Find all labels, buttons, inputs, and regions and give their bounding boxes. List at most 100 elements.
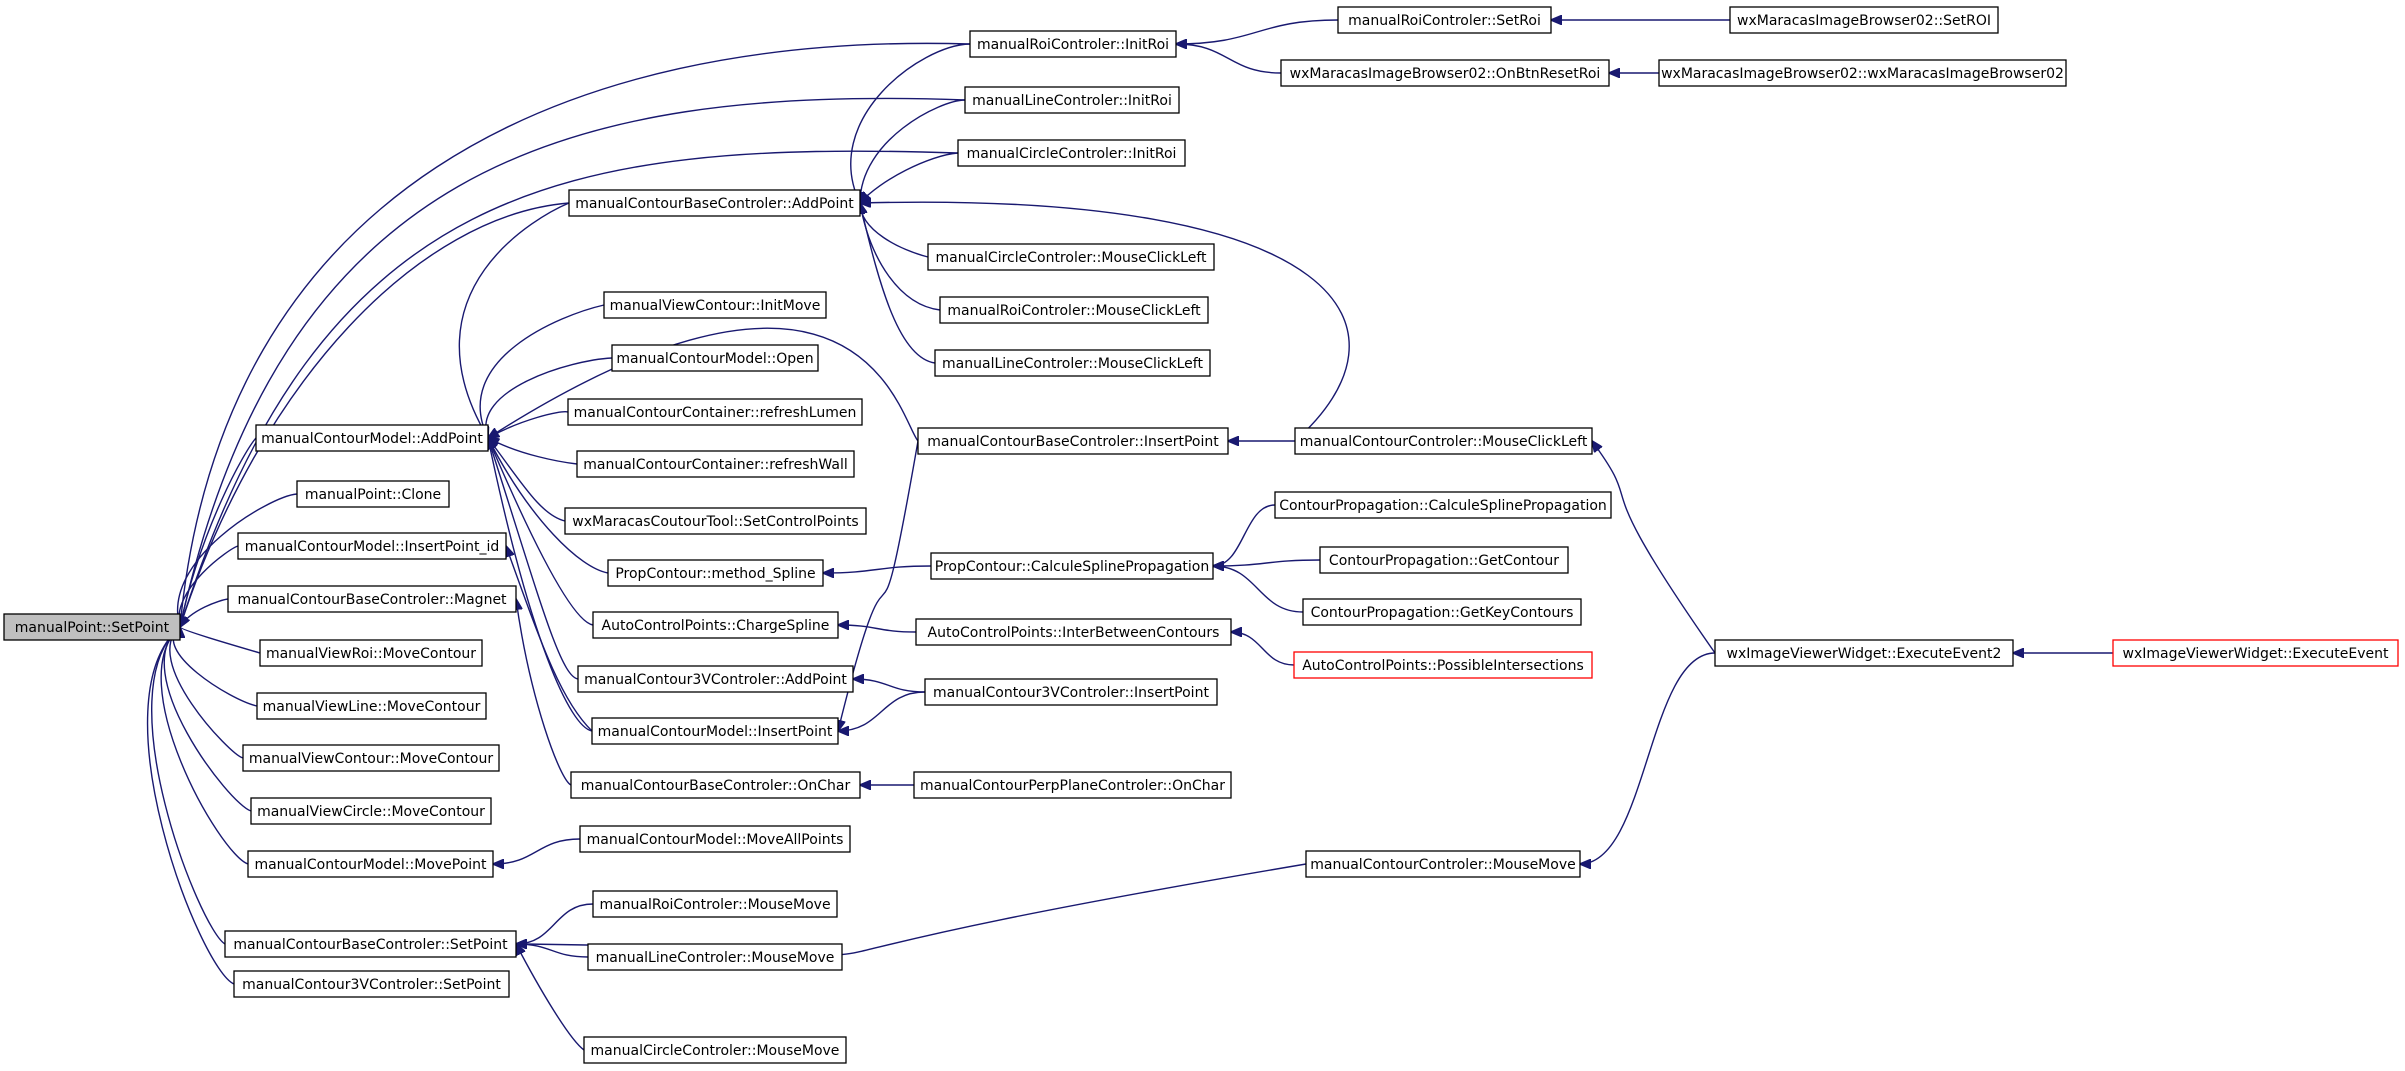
node-n23[interactable]: PropContour::method_Spline	[607, 559, 824, 587]
node-box	[924, 678, 1218, 706]
node-label: manualCircleControler::MouseClickLeft	[935, 250, 1207, 266]
edge-n36-to-n34	[853, 679, 926, 693]
node-n28[interactable]: AutoControlPoints::ChargeSpline	[592, 611, 839, 639]
node-n16[interactable]: manualContourBaseControler::InsertPoint	[917, 427, 1229, 455]
node-label: manualContourControler::MouseMove	[1310, 857, 1575, 873]
node-n45[interactable]: manualRoiControler::MouseMove	[592, 890, 838, 918]
node-n41[interactable]: manualViewCircle::MoveContour	[250, 797, 492, 825]
edge-n12-to-n15	[480, 304, 605, 438]
node-label: wxImageViewerWidget::ExecuteEvent2	[1727, 646, 2002, 662]
edge-n31-to-n29	[1231, 632, 1295, 666]
node-box	[964, 86, 1180, 114]
node-n29[interactable]: AutoControlPoints::InterBetweenContours	[915, 618, 1232, 646]
edge-n23-to-n15	[488, 438, 609, 574]
node-n20[interactable]: wxMaracasCoutourTool::SetControlPoints	[564, 507, 867, 535]
node-n4[interactable]: wxMaracasImageBrowser02::OnBtnResetRoi	[1280, 59, 1610, 87]
node-n47[interactable]: manualLineControler::MouseMove	[587, 943, 843, 971]
node-label: manualContourModel::MoveAllPoints	[587, 832, 844, 848]
node-label: manualContourContainer::refreshWall	[583, 457, 847, 473]
edge-n18-to-n15	[488, 438, 578, 465]
node-box	[1305, 850, 1581, 878]
node-box	[1319, 546, 1569, 574]
node-box	[296, 480, 450, 508]
node-n42[interactable]: manualContourModel::MoveAllPoints	[579, 825, 851, 853]
node-n14[interactable]: manualContourContainer::refreshLumen	[567, 398, 863, 426]
node-n9[interactable]: manualCircleControler::MouseClickLeft	[927, 243, 1215, 271]
node-box	[2112, 639, 2399, 667]
node-box	[1293, 651, 1593, 679]
node-label: manualContour3VControler::AddPoint	[584, 672, 847, 688]
node-label: manualCircleControler::MouseMove	[591, 1043, 840, 1059]
edge-n8-to-n15	[458, 202, 570, 438]
edge-n20-to-n15	[488, 438, 566, 522]
node-n32[interactable]: wxImageViewerWidget::ExecuteEvent2	[1714, 639, 2014, 667]
node-n7[interactable]: manualCircleControler::InitRoi	[957, 139, 1186, 167]
node-n44[interactable]: manualContourModel::MovePoint	[247, 850, 494, 878]
node-box	[1280, 59, 1610, 87]
edge-n21-to-n24	[1213, 504, 1276, 566]
node-box	[577, 665, 854, 693]
edge-n39-to-n26	[516, 599, 572, 786]
node-n15[interactable]: manualContourModel::AddPoint	[255, 424, 489, 452]
node-n39[interactable]: manualContourBaseControler::OnChar	[570, 771, 861, 799]
node-n43[interactable]: manualContourControler::MouseMove	[1305, 850, 1581, 878]
node-box	[591, 717, 839, 745]
node-label: wxMaracasImageBrowser02::SetROI	[1737, 13, 1991, 29]
node-n13[interactable]: manualContourModel::Open	[611, 344, 819, 372]
node-n3[interactable]: wxMaracasImageBrowser02::SetROI	[1729, 6, 1999, 34]
node-n46[interactable]: manualContourBaseControler::SetPoint	[224, 930, 517, 958]
node-n33[interactable]: wxImageViewerWidget::ExecuteEvent	[2112, 639, 2399, 667]
node-label: manualContourContainer::refreshLumen	[574, 405, 857, 421]
node-n8[interactable]: manualContourBaseControler::AddPoint	[568, 189, 861, 217]
node-n6[interactable]: manualLineControler::InitRoi	[964, 86, 1180, 114]
node-label: wxMaracasImageBrowser02::wxMaracasImageB…	[1661, 66, 2064, 82]
node-n49[interactable]: manualCircleControler::MouseMove	[583, 1036, 847, 1064]
node-n22[interactable]: manualContourModel::InsertPoint_id	[237, 532, 507, 560]
node-box	[567, 398, 863, 426]
node-n27[interactable]: ContourPropagation::GetKeyContours	[1302, 598, 1582, 626]
node-n34[interactable]: manualContour3VControler::AddPoint	[577, 665, 854, 693]
node-label: manualContour3VControler::InsertPoint	[933, 685, 1209, 701]
node-label: wxImageViewerWidget::ExecuteEvent	[2123, 646, 2390, 662]
node-n38[interactable]: manualViewContour::MoveContour	[242, 744, 500, 772]
node-n21[interactable]: ContourPropagation::CalculeSplinePropaga…	[1274, 491, 1612, 519]
node-n2[interactable]: manualRoiControler::SetRoi	[1337, 6, 1552, 34]
edge-n45-to-n46	[516, 903, 594, 944]
node-box	[224, 930, 517, 958]
node-box	[957, 139, 1186, 167]
node-box	[917, 427, 1229, 455]
node-n48[interactable]: manualContour3VControler::SetPoint	[233, 970, 510, 998]
edge-n37-to-n15	[488, 438, 593, 732]
edge-n24-to-n23	[823, 565, 932, 573]
node-n1[interactable]: manualRoiControler::InitRoi	[969, 30, 1177, 58]
node-n10[interactable]: manualRoiControler::MouseClickLeft	[939, 296, 1209, 324]
node-label: manualRoiControler::MouseMove	[599, 897, 830, 913]
node-n25[interactable]: ContourPropagation::GetContour	[1319, 546, 1569, 574]
node-n12[interactable]: manualViewContour::InitMove	[603, 291, 827, 319]
node-n18[interactable]: manualContourContainer::refreshWall	[576, 450, 855, 478]
node-n36[interactable]: manualContour3VControler::InsertPoint	[924, 678, 1218, 706]
node-n30[interactable]: manualViewRoi::MoveContour	[259, 639, 483, 667]
node-box	[250, 797, 492, 825]
node-n0[interactable]: manualPoint::SetPoint	[3, 613, 181, 641]
node-n19[interactable]: manualPoint::Clone	[296, 480, 450, 508]
node-box	[233, 970, 510, 998]
node-label: manualContourModel::InsertPoint_id	[245, 539, 500, 555]
node-n37[interactable]: manualContourModel::InsertPoint	[591, 717, 839, 745]
node-n35[interactable]: manualViewLine::MoveContour	[256, 692, 487, 720]
node-n31[interactable]: AutoControlPoints::PossibleIntersections	[1293, 651, 1593, 679]
node-label: manualContourControler::MouseClickLeft	[1300, 434, 1588, 450]
node-label: ContourPropagation::GetContour	[1329, 553, 1559, 569]
node-n11[interactable]: manualLineControler::MouseClickLeft	[934, 349, 1211, 377]
node-n26[interactable]: manualContourBaseControler::Magnet	[227, 585, 517, 613]
edge-n47-to-n46	[516, 944, 589, 958]
node-n5[interactable]: wxMaracasImageBrowser02::wxMaracasImageB…	[1658, 59, 2067, 87]
node-n40[interactable]: manualContourPerpPlaneControler::OnChar	[913, 771, 1232, 799]
node-box	[587, 943, 843, 971]
node-n17[interactable]: manualContourControler::MouseClickLeft	[1294, 427, 1593, 455]
node-n24[interactable]: PropContour::CalculeSplinePropagation	[930, 552, 1214, 580]
node-label: manualLineControler::MouseClickLeft	[942, 356, 1203, 372]
node-label: manualLineControler::MouseMove	[596, 950, 835, 966]
node-box	[607, 559, 824, 587]
node-box	[259, 639, 483, 667]
